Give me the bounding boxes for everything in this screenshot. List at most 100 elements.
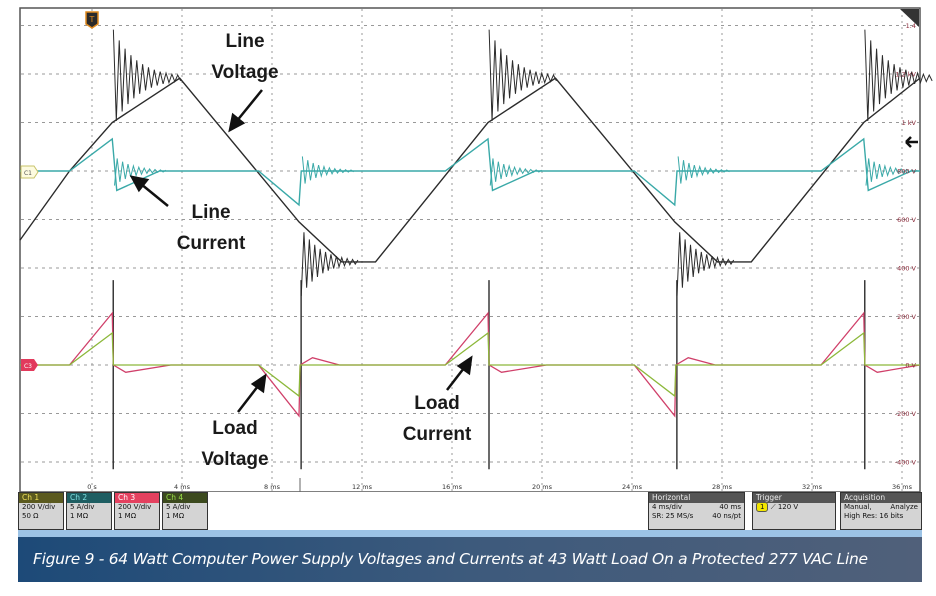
line-current-ringing [677, 156, 730, 184]
annotation-text: Current [176, 233, 246, 254]
x-tick-label: 24 ms [622, 483, 643, 491]
line-voltage-ringing [864, 29, 933, 121]
arrow-load-current-icon [446, 367, 465, 391]
trigger-level: 120 V [777, 503, 799, 511]
x-tick-label: 0 s [87, 483, 97, 491]
svg-text:C3: C3 [24, 363, 32, 370]
line-voltage-ringing [676, 232, 735, 296]
acquisition-resolution: High Res: 16 bits [844, 512, 904, 520]
y-tick-label: 1.2 kV [895, 71, 916, 79]
record-length: 40 ms [719, 503, 741, 511]
trigger-level-arrow-icon [905, 136, 918, 148]
traces [19, 29, 933, 470]
channel-setting: 50 Ω [22, 512, 39, 520]
channel-label: Ch 3 [115, 493, 159, 503]
arrow-head-icon [250, 373, 267, 394]
acquisition-mode: Manual, [844, 503, 872, 511]
y-tick-label: 400 V [897, 265, 916, 273]
annotation-text: Load [212, 418, 258, 439]
y-tick-label: 200 V [897, 313, 916, 321]
x-axis: 0 s 4 ms 8 ms 12 ms 16 ms 20 ms 24 ms 28 ms 32 m… [87, 483, 912, 491]
annotation-load-voltage: Load Voltage [190, 413, 280, 475]
horizontal-title: Horizontal [649, 493, 744, 503]
y-tick-label: 1 kV [902, 119, 917, 127]
arrow-head-icon [456, 355, 473, 376]
trigger-source-badge: 1 [756, 502, 769, 512]
annotation-text: Load [414, 393, 460, 414]
channel-setting: 1 MΩ [70, 512, 89, 520]
channel-setting: 200 V/div [22, 503, 56, 511]
y-tick-label: 800 V [897, 168, 916, 176]
trigger-marker[interactable]: T [85, 11, 99, 29]
x-tick-label: 28 ms [712, 483, 733, 491]
y-axis: 1.4 1.2 kV 1 kV 800 V 600 V 400 V 200 V 0 V -200… [895, 22, 917, 467]
channel-label: Ch 4 [163, 493, 207, 503]
zoom-corner-icon[interactable] [900, 9, 919, 27]
arrow-line-voltage-icon [235, 89, 263, 123]
line-current-trace [20, 137, 920, 207]
line-voltage-ringing [112, 29, 182, 121]
x-tick-label: 20 ms [532, 483, 553, 491]
y-tick-label: -400 V [895, 459, 917, 467]
channel-setting: 1 MΩ [166, 512, 185, 520]
acquisition-panel[interactable]: Acquisition Manual,Analyze High Res: 16 … [840, 492, 922, 530]
plot-frame [19, 7, 921, 493]
svg-text:C1: C1 [24, 170, 32, 177]
annotation-line-voltage: Line Voltage [205, 26, 285, 88]
channel-label: Ch 1 [19, 493, 63, 503]
channel-label: Ch 2 [67, 493, 111, 503]
annotation-text: Line [191, 202, 231, 223]
channel-setting: 200 V/div [118, 503, 152, 511]
y-tick-label: 1.4 [906, 22, 916, 30]
channel-setting: 5 A/div [166, 503, 191, 511]
channel-1-marker[interactable]: C1 [20, 165, 39, 179]
annotation-text: Line [225, 31, 265, 52]
sample-rate: SR: 25 MS/s [652, 512, 694, 520]
load-current-trace [20, 331, 920, 398]
acquisition-analyze: Analyze [890, 503, 918, 511]
caption-strip [18, 530, 922, 537]
resolution: 40 ns/pt [712, 512, 741, 520]
line-voltage-ringing [300, 232, 359, 296]
figure-caption: Figure 9 - 64 Watt Computer Power Supply… [18, 537, 922, 582]
arrow-load-voltage-icon [237, 385, 259, 413]
annotation-load-current: Load Current [392, 388, 482, 450]
horizontal-panel[interactable]: Horizontal 4 ms/div 40 ms SR: 25 MS/s 40 n… [648, 492, 745, 530]
line-voltage-trace [19, 77, 921, 263]
time-scale: 4 ms/div [652, 503, 683, 511]
arrow-line-current-icon [140, 183, 169, 207]
line-voltage-ringing [488, 29, 557, 121]
x-tick-label: 36 ms [892, 483, 913, 491]
trigger-slope-icon: ⟋ [770, 503, 776, 511]
annotation-arrows [129, 89, 473, 413]
arrow-head-icon [228, 112, 246, 133]
line-current-ringing [865, 158, 918, 186]
y-tick-label: -200 V [895, 410, 917, 418]
channel-3-marker[interactable]: C3 [21, 359, 38, 371]
annotation-text: Current [402, 424, 472, 445]
channel-setting: 1 MΩ [118, 512, 137, 520]
x-tick-label: 4 ms [174, 483, 191, 491]
x-tick-label: 16 ms [442, 483, 463, 491]
x-tick-label: 8 ms [264, 483, 281, 491]
annotation-line-current: Line Current [166, 197, 256, 259]
trigger-panel[interactable]: Trigger 1 ⟋ 120 V [752, 492, 836, 530]
x-tick-label: 12 ms [352, 483, 373, 491]
line-current-ringing [301, 156, 354, 184]
trigger-marker-label: T [89, 15, 95, 24]
arrow-head-icon [129, 175, 150, 193]
annotation-text: Voltage [211, 62, 279, 83]
channel-setting: 5 A/div [70, 503, 95, 511]
trigger-title: Trigger [753, 493, 835, 503]
line-current-ringing [489, 158, 542, 186]
y-tick-label: 0 V [905, 362, 916, 370]
y-tick-label: 600 V [897, 216, 916, 224]
line-current-ringing [114, 158, 167, 186]
x-tick-label: 32 ms [802, 483, 823, 491]
